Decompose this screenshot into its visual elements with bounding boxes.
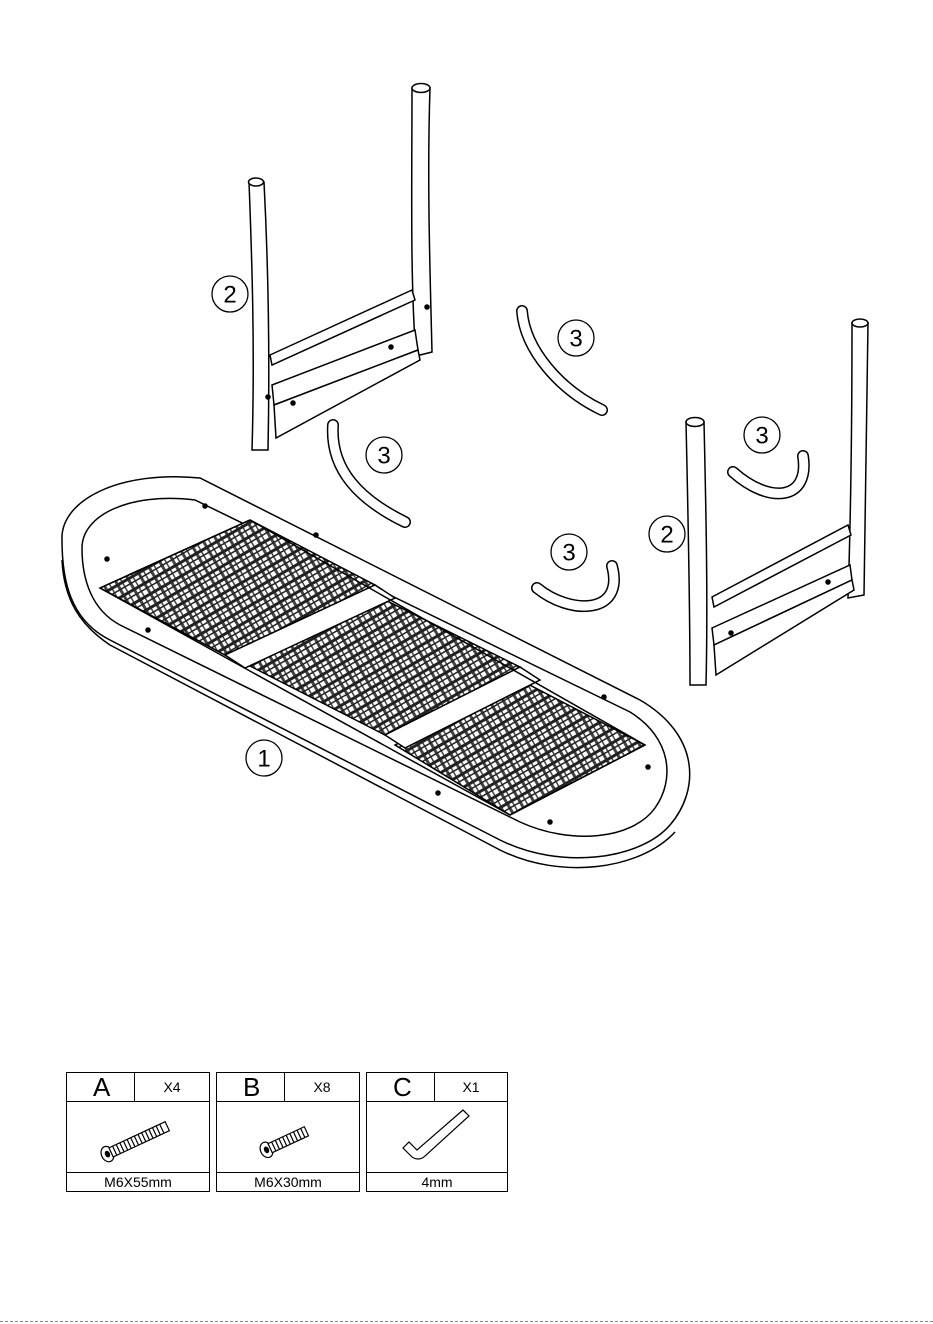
hardware-quantity: X8 — [285, 1073, 359, 1101]
hardware-quantity: X4 — [135, 1073, 209, 1101]
short-bolt-icon — [217, 1102, 359, 1172]
callout-label-3-a: 3 — [377, 443, 390, 470]
callout-label-2-right: 2 — [660, 522, 673, 549]
table-top — [62, 477, 690, 868]
hardware-size: M6X30mm — [217, 1173, 359, 1191]
callout-label-1: 1 — [257, 746, 270, 773]
hardware-size: M6X55mm — [67, 1173, 209, 1191]
callout-label-3-d: 3 — [562, 540, 575, 567]
hardware-box-c: C X1 4mm — [366, 1072, 508, 1192]
callout-label-2-left: 2 — [223, 282, 236, 309]
hardware-letter: B — [217, 1073, 285, 1101]
hardware-box-a: A X4 M6X55mm — [66, 1072, 210, 1192]
leg-frame-left — [249, 84, 433, 451]
hardware-quantity: X1 — [435, 1073, 507, 1101]
callout-label-3-c: 3 — [755, 423, 768, 450]
hardware-letter: C — [367, 1073, 435, 1101]
hardware-box-b: B X8 M6X30mm — [216, 1072, 360, 1192]
page-bottom-rule — [0, 1321, 933, 1322]
leg-frame-right — [686, 319, 868, 685]
allen-key-icon — [367, 1102, 507, 1172]
long-bolt-icon — [67, 1102, 209, 1172]
callout-label-3-b: 3 — [569, 326, 582, 353]
hardware-letter: A — [67, 1073, 135, 1101]
hardware-size: 4mm — [367, 1173, 507, 1191]
